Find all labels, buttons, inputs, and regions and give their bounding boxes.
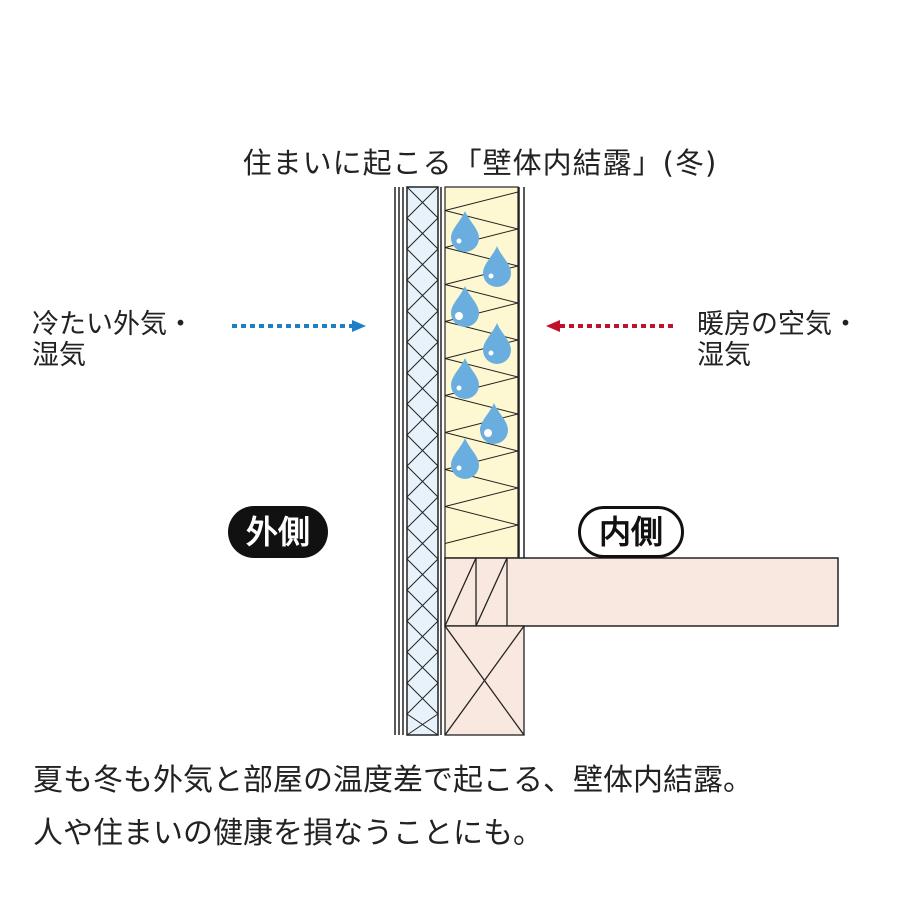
inside-badge: 内側 xyxy=(578,506,685,558)
droplet-icon xyxy=(451,358,479,399)
outside-badge: 外側 xyxy=(228,506,329,558)
droplet-icon xyxy=(451,211,479,252)
diagram-title: 住まいに起こる「壁体内結露」(冬) xyxy=(242,146,718,180)
caption-line-2: 人や住まいの健康を損なうことにも。 xyxy=(33,816,543,851)
droplet-icon xyxy=(480,403,508,444)
insulation-zigzag xyxy=(444,191,519,544)
warm-air-arrow xyxy=(546,320,676,332)
droplet-icon xyxy=(451,286,479,327)
warm-air-label: 暖房の空気・ 湿気 xyxy=(697,309,859,371)
condensation-droplets xyxy=(451,211,511,479)
floor-joist xyxy=(444,557,839,627)
cold-air-arrow xyxy=(232,320,366,332)
droplet-icon xyxy=(451,438,479,479)
rim-joist xyxy=(444,557,508,627)
sheathing-hatch xyxy=(406,186,439,736)
droplet-icon xyxy=(483,323,511,364)
droplet-icon xyxy=(483,246,511,287)
exterior-siding-lines xyxy=(394,187,404,735)
cold-air-label: 冷たい外気・ 湿気 xyxy=(32,309,194,371)
caption-line-1: 夏も冬も外気と部屋の温度差で起こる、壁体内結露。 xyxy=(33,763,753,798)
